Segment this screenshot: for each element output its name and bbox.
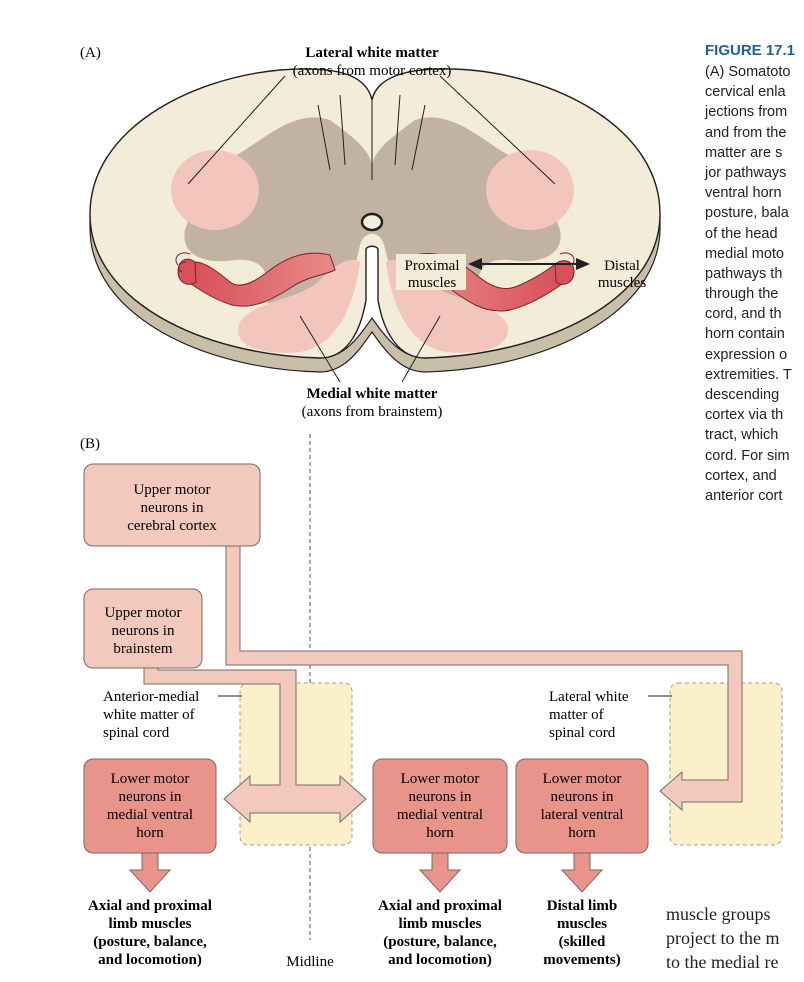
lmn-ml-line2: neurons in	[119, 789, 182, 805]
caption-line: expression o	[705, 346, 788, 363]
proximal-label-bg	[396, 254, 466, 290]
caption-line: tract, which	[705, 427, 779, 444]
down-arrows	[128, 852, 604, 893]
proximal-distal-arrow	[468, 258, 590, 270]
caption-line: cortex, and	[705, 467, 777, 484]
body-text-line: project to the m	[666, 928, 780, 948]
lmn-mr-line1: Lower motor	[401, 771, 480, 787]
lateral-white-matter-sub: (axons from motor cortex)	[293, 63, 452, 79]
central-canal	[360, 212, 384, 232]
distal-limb-line2: muscles	[557, 916, 607, 932]
distal-label-line1: Distal	[604, 258, 640, 274]
lmn-ml-line4: horn	[136, 825, 164, 841]
lateral-white-line2: matter of	[549, 707, 604, 723]
umn-cortex-line3: cerebral cortex	[127, 518, 217, 534]
lmn-mr-line4: horn	[426, 825, 454, 841]
caption-line: cord. For sim	[705, 447, 790, 464]
lmn-ml-line1: Lower motor	[111, 771, 190, 787]
medial-tract-left	[238, 259, 360, 353]
lateral-white-line3: spinal cord	[549, 725, 616, 741]
corticospinal-pathway	[225, 545, 743, 812]
caption-line: ventral horn	[705, 185, 782, 202]
caption-line: jor pathways	[705, 164, 787, 181]
axial-right-line4: and locomotion)	[388, 952, 492, 968]
caption-line: and from the	[705, 124, 787, 141]
caption-line: jections from	[705, 104, 788, 121]
lateral-white-line1: Lateral white	[549, 689, 629, 705]
anterior-medial-line3: spinal cord	[103, 725, 170, 741]
proximal-label-line1: Proximal	[405, 258, 460, 274]
lateral-zone	[669, 682, 783, 846]
lmn-lat-line1: Lower motor	[543, 771, 622, 787]
lateral-tract-right	[486, 150, 574, 230]
umn-brainstem-line2: neurons in	[112, 623, 175, 639]
umn-cortex-line2: neurons in	[141, 500, 204, 516]
caption-line: cervical enla	[705, 84, 786, 101]
brainstem-pathway	[143, 667, 367, 824]
axial-left-line2: limb muscles	[109, 916, 192, 932]
panel-a-pointers	[187, 75, 556, 383]
distal-limb-line1: Distal limb	[547, 898, 617, 914]
distal-limb-line3: (skilled	[559, 934, 606, 950]
caption-line: descending	[705, 387, 780, 403]
lmn-ml-line3: medial ventral	[107, 807, 193, 823]
umn-brainstem-line1: Upper motor	[104, 605, 181, 621]
lmn-mr-line2: neurons in	[409, 789, 472, 805]
anterior-medial-line2: white matter of	[103, 707, 195, 723]
midline-label: Midline	[286, 954, 334, 970]
panel-b-label: (B)	[80, 436, 100, 452]
body-text-line: muscle groups	[666, 904, 771, 924]
caption-line: posture, bala	[705, 205, 789, 222]
lmn-mr-line3: medial ventral	[397, 807, 483, 823]
anterior-medial-line1: Anterior-medial	[103, 689, 199, 705]
dorsal-septa	[317, 94, 426, 171]
caption-line: matter are s	[705, 144, 783, 161]
caption-line: extremities. T	[705, 366, 792, 383]
umn-cortex-box	[83, 463, 261, 547]
lateral-tract-left	[171, 150, 259, 230]
caption-line: anterior cort	[705, 487, 783, 504]
figure-caption-title: FIGURE 17.1	[705, 42, 796, 59]
caption-line: through the	[705, 286, 779, 303]
axial-right-line1: Axial and proximal	[378, 898, 502, 914]
body-text-line: to the medial re	[666, 952, 779, 972]
umn-cortex-line1: Upper motor	[133, 482, 210, 498]
panel-a-label: (A)	[80, 45, 101, 61]
caption-line: cortex via th	[705, 407, 784, 424]
axial-left-line3: (posture, balance,	[93, 934, 207, 950]
medial-white-matter-title: Medial white matter	[307, 386, 438, 402]
figure-caption-text: (A) Somatoto cervical enla jections from an…	[705, 62, 804, 506]
caption-line: pathways th	[705, 265, 783, 282]
axial-right-line3: (posture, balance,	[383, 934, 497, 950]
axial-left-line4: and locomotion)	[98, 952, 202, 968]
lmn-lat-line3: lateral ventral	[541, 807, 624, 823]
axial-left-line1: Axial and proximal	[88, 898, 212, 914]
left-arm-icon	[175, 252, 336, 307]
caption-line: horn contain	[705, 326, 785, 343]
distal-label-line2: muscles	[598, 275, 646, 291]
distal-limb-line4: movements)	[543, 952, 620, 968]
axial-right-line2: limb muscles	[399, 916, 482, 932]
umn-brainstem-box	[83, 588, 203, 669]
proximal-label-line2: muscles	[408, 275, 456, 291]
medial-white-matter-sub: (axons from brainstem)	[302, 404, 443, 420]
caption-line: medial moto	[705, 245, 784, 262]
umn-brainstem-line3: brainstem	[113, 641, 172, 657]
caption-line: of the head	[705, 225, 778, 242]
caption-line: (A) Somatoto	[705, 64, 791, 80]
caption-line: cord, and th	[705, 306, 782, 323]
body-text-fragment: muscle groups project to the m to the medi…	[666, 902, 804, 974]
lateral-white-matter-title: Lateral white matter	[305, 45, 439, 61]
lmn-lat-line2: neurons in	[551, 789, 614, 805]
lmn-lat-line4: horn	[568, 825, 596, 841]
